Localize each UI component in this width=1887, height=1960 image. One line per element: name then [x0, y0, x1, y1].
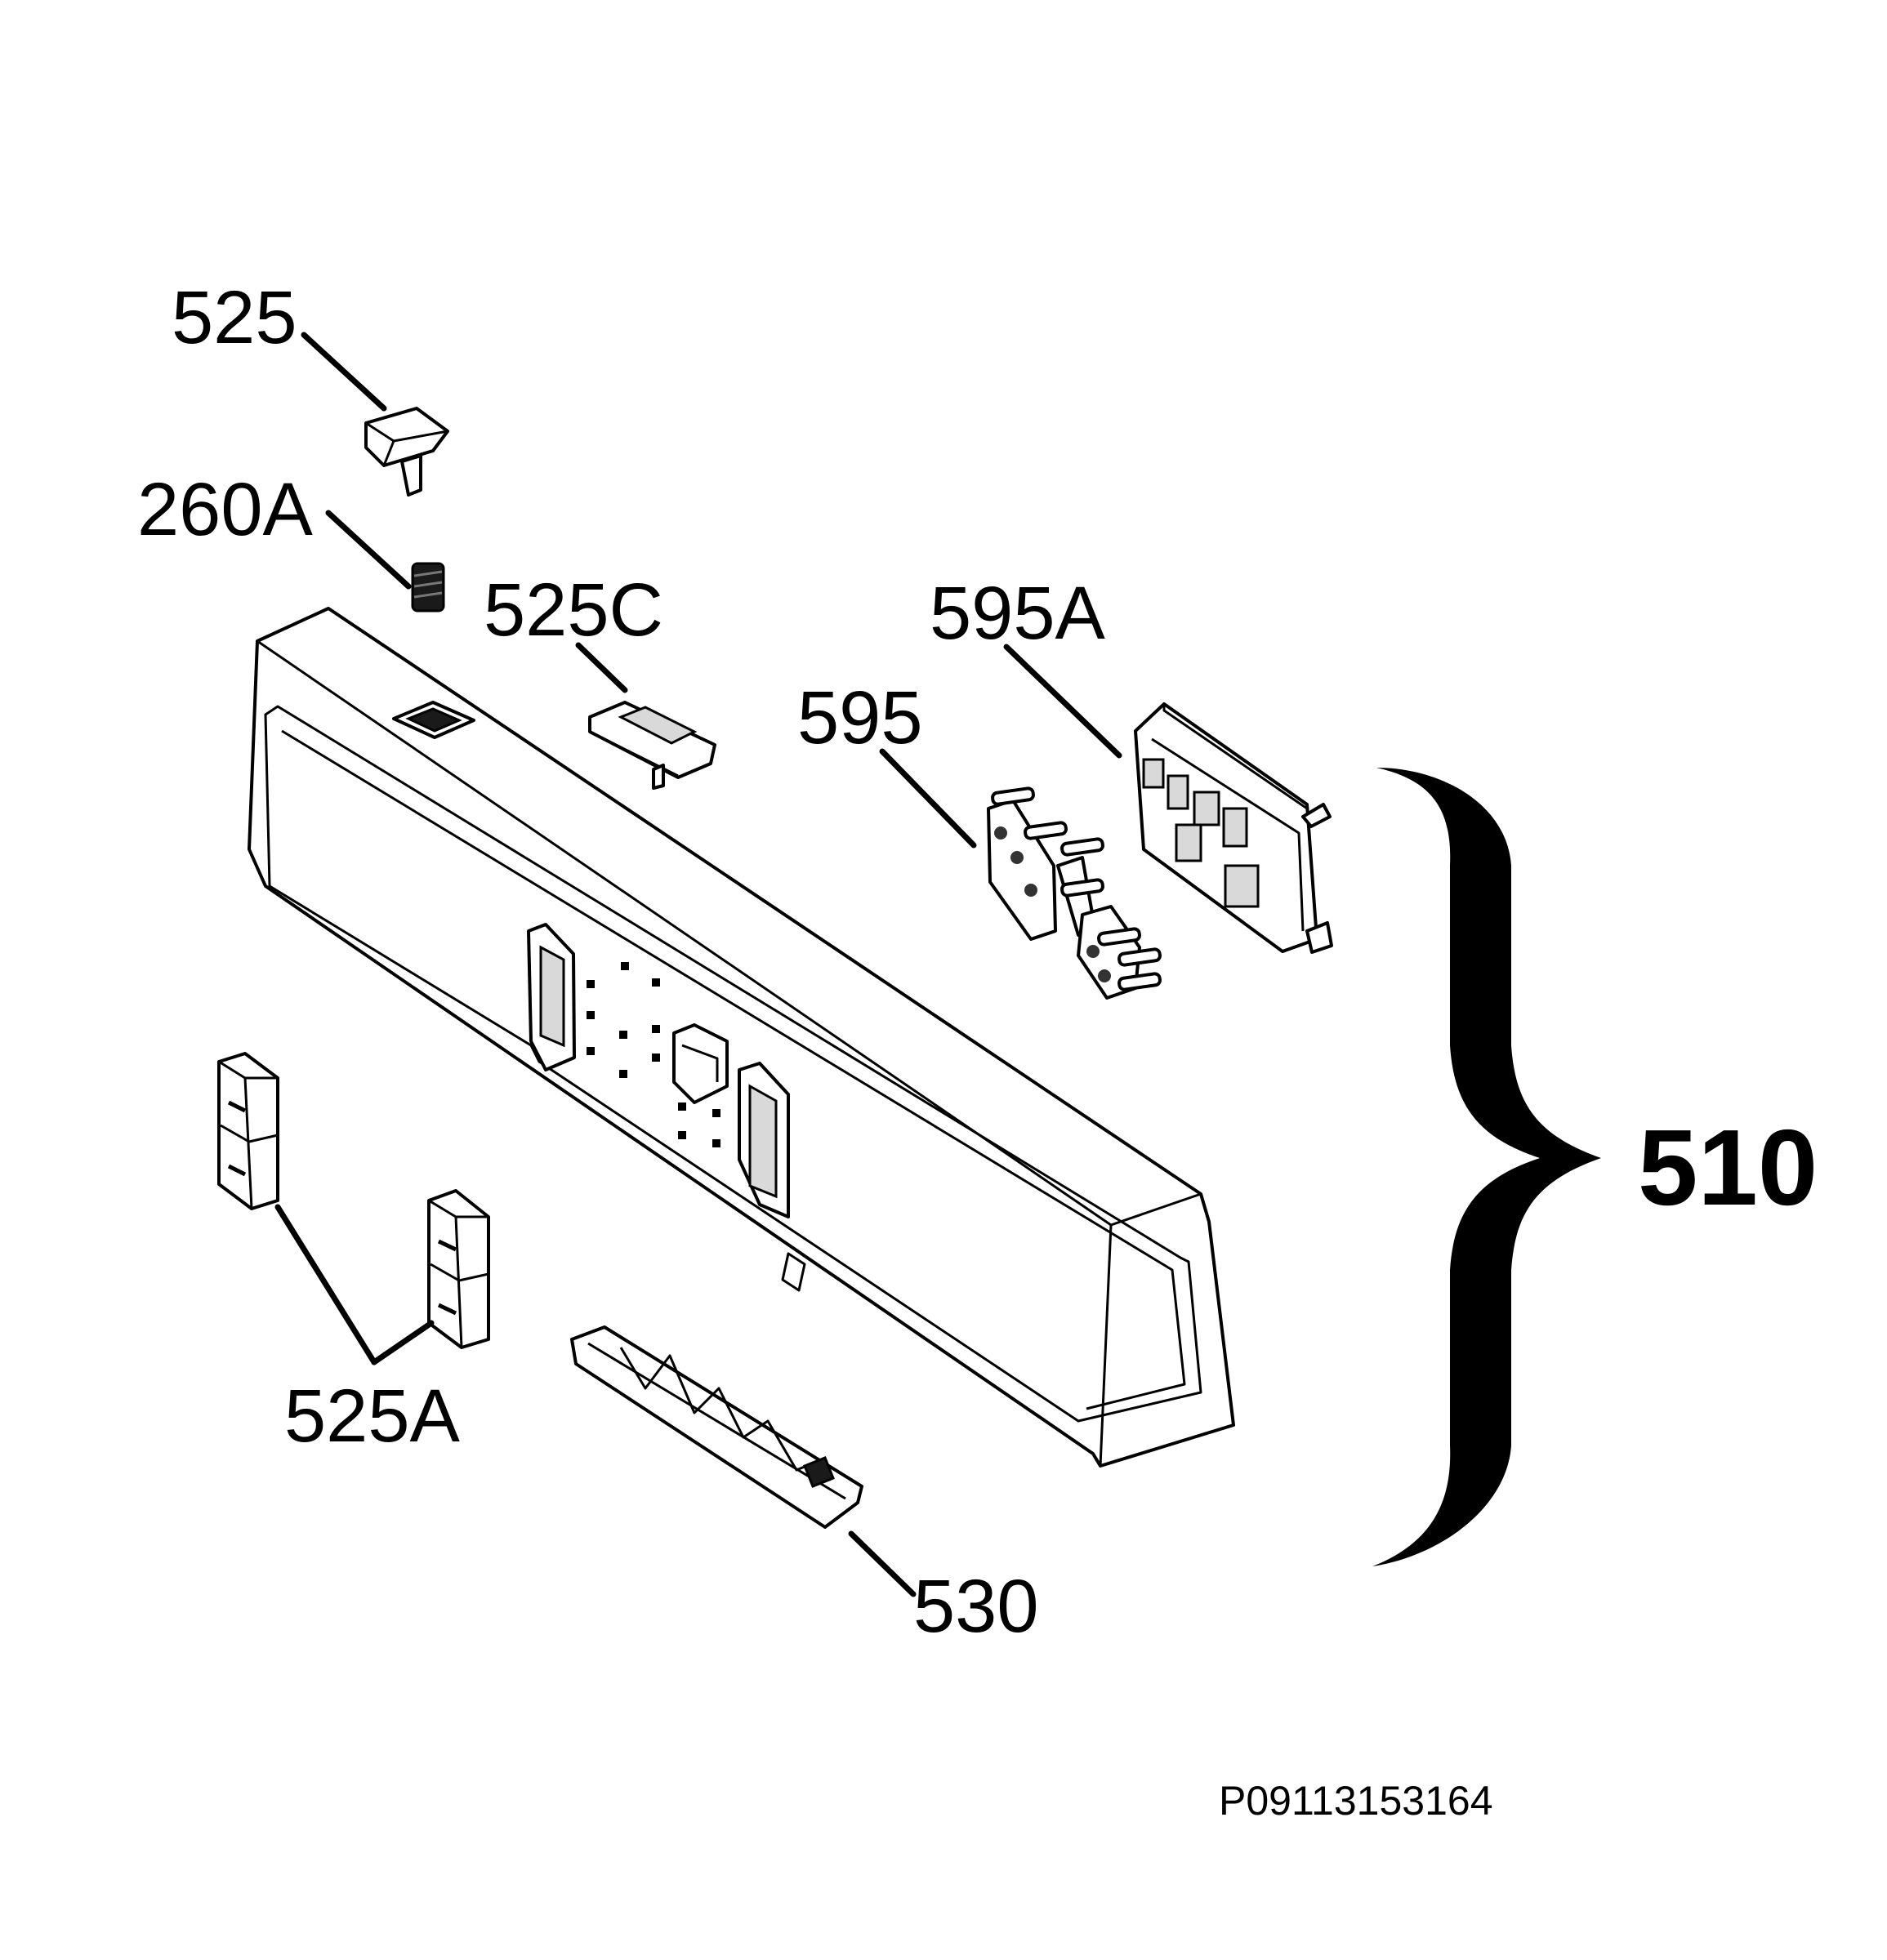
leader-525 [301, 332, 387, 412]
part-260A-spring [411, 562, 445, 612]
callout-525: 525 [172, 276, 297, 359]
part-525C-housing [588, 701, 716, 790]
part-525A-button-left [217, 1052, 279, 1210]
leader-260A [325, 510, 412, 590]
part-595A-bracket [1134, 702, 1333, 954]
callout-525A: 525A [284, 1374, 460, 1458]
part-525A-button-right [427, 1189, 490, 1349]
part-530-support-strip [570, 1325, 863, 1529]
leader-525A-right [371, 1320, 435, 1365]
control-panel [248, 607, 1235, 1468]
assembly-brace [1372, 768, 1601, 1566]
callout-530: 530 [913, 1565, 1039, 1648]
leader-525C [575, 642, 628, 693]
callout-595A: 595A [930, 572, 1105, 655]
callout-525C: 525C [484, 568, 663, 652]
leader-595A [1003, 644, 1122, 759]
callout-260A: 260A [137, 468, 313, 551]
leader-lines [274, 332, 1122, 1597]
leader-525A-left [274, 1204, 377, 1365]
part-595-contacts [987, 786, 1162, 1000]
callout-510: 510 [1638, 1107, 1818, 1227]
leader-595 [879, 748, 977, 849]
part-525-cap [364, 407, 449, 497]
callout-595: 595 [797, 676, 923, 760]
drawing-code: P09113153164 [1219, 1778, 1493, 1824]
callout-labels: 525 260A 525C 595A 595 510 525A 530 P091… [137, 276, 1818, 1824]
indicator-dots [587, 962, 720, 1147]
leader-530 [848, 1530, 917, 1597]
